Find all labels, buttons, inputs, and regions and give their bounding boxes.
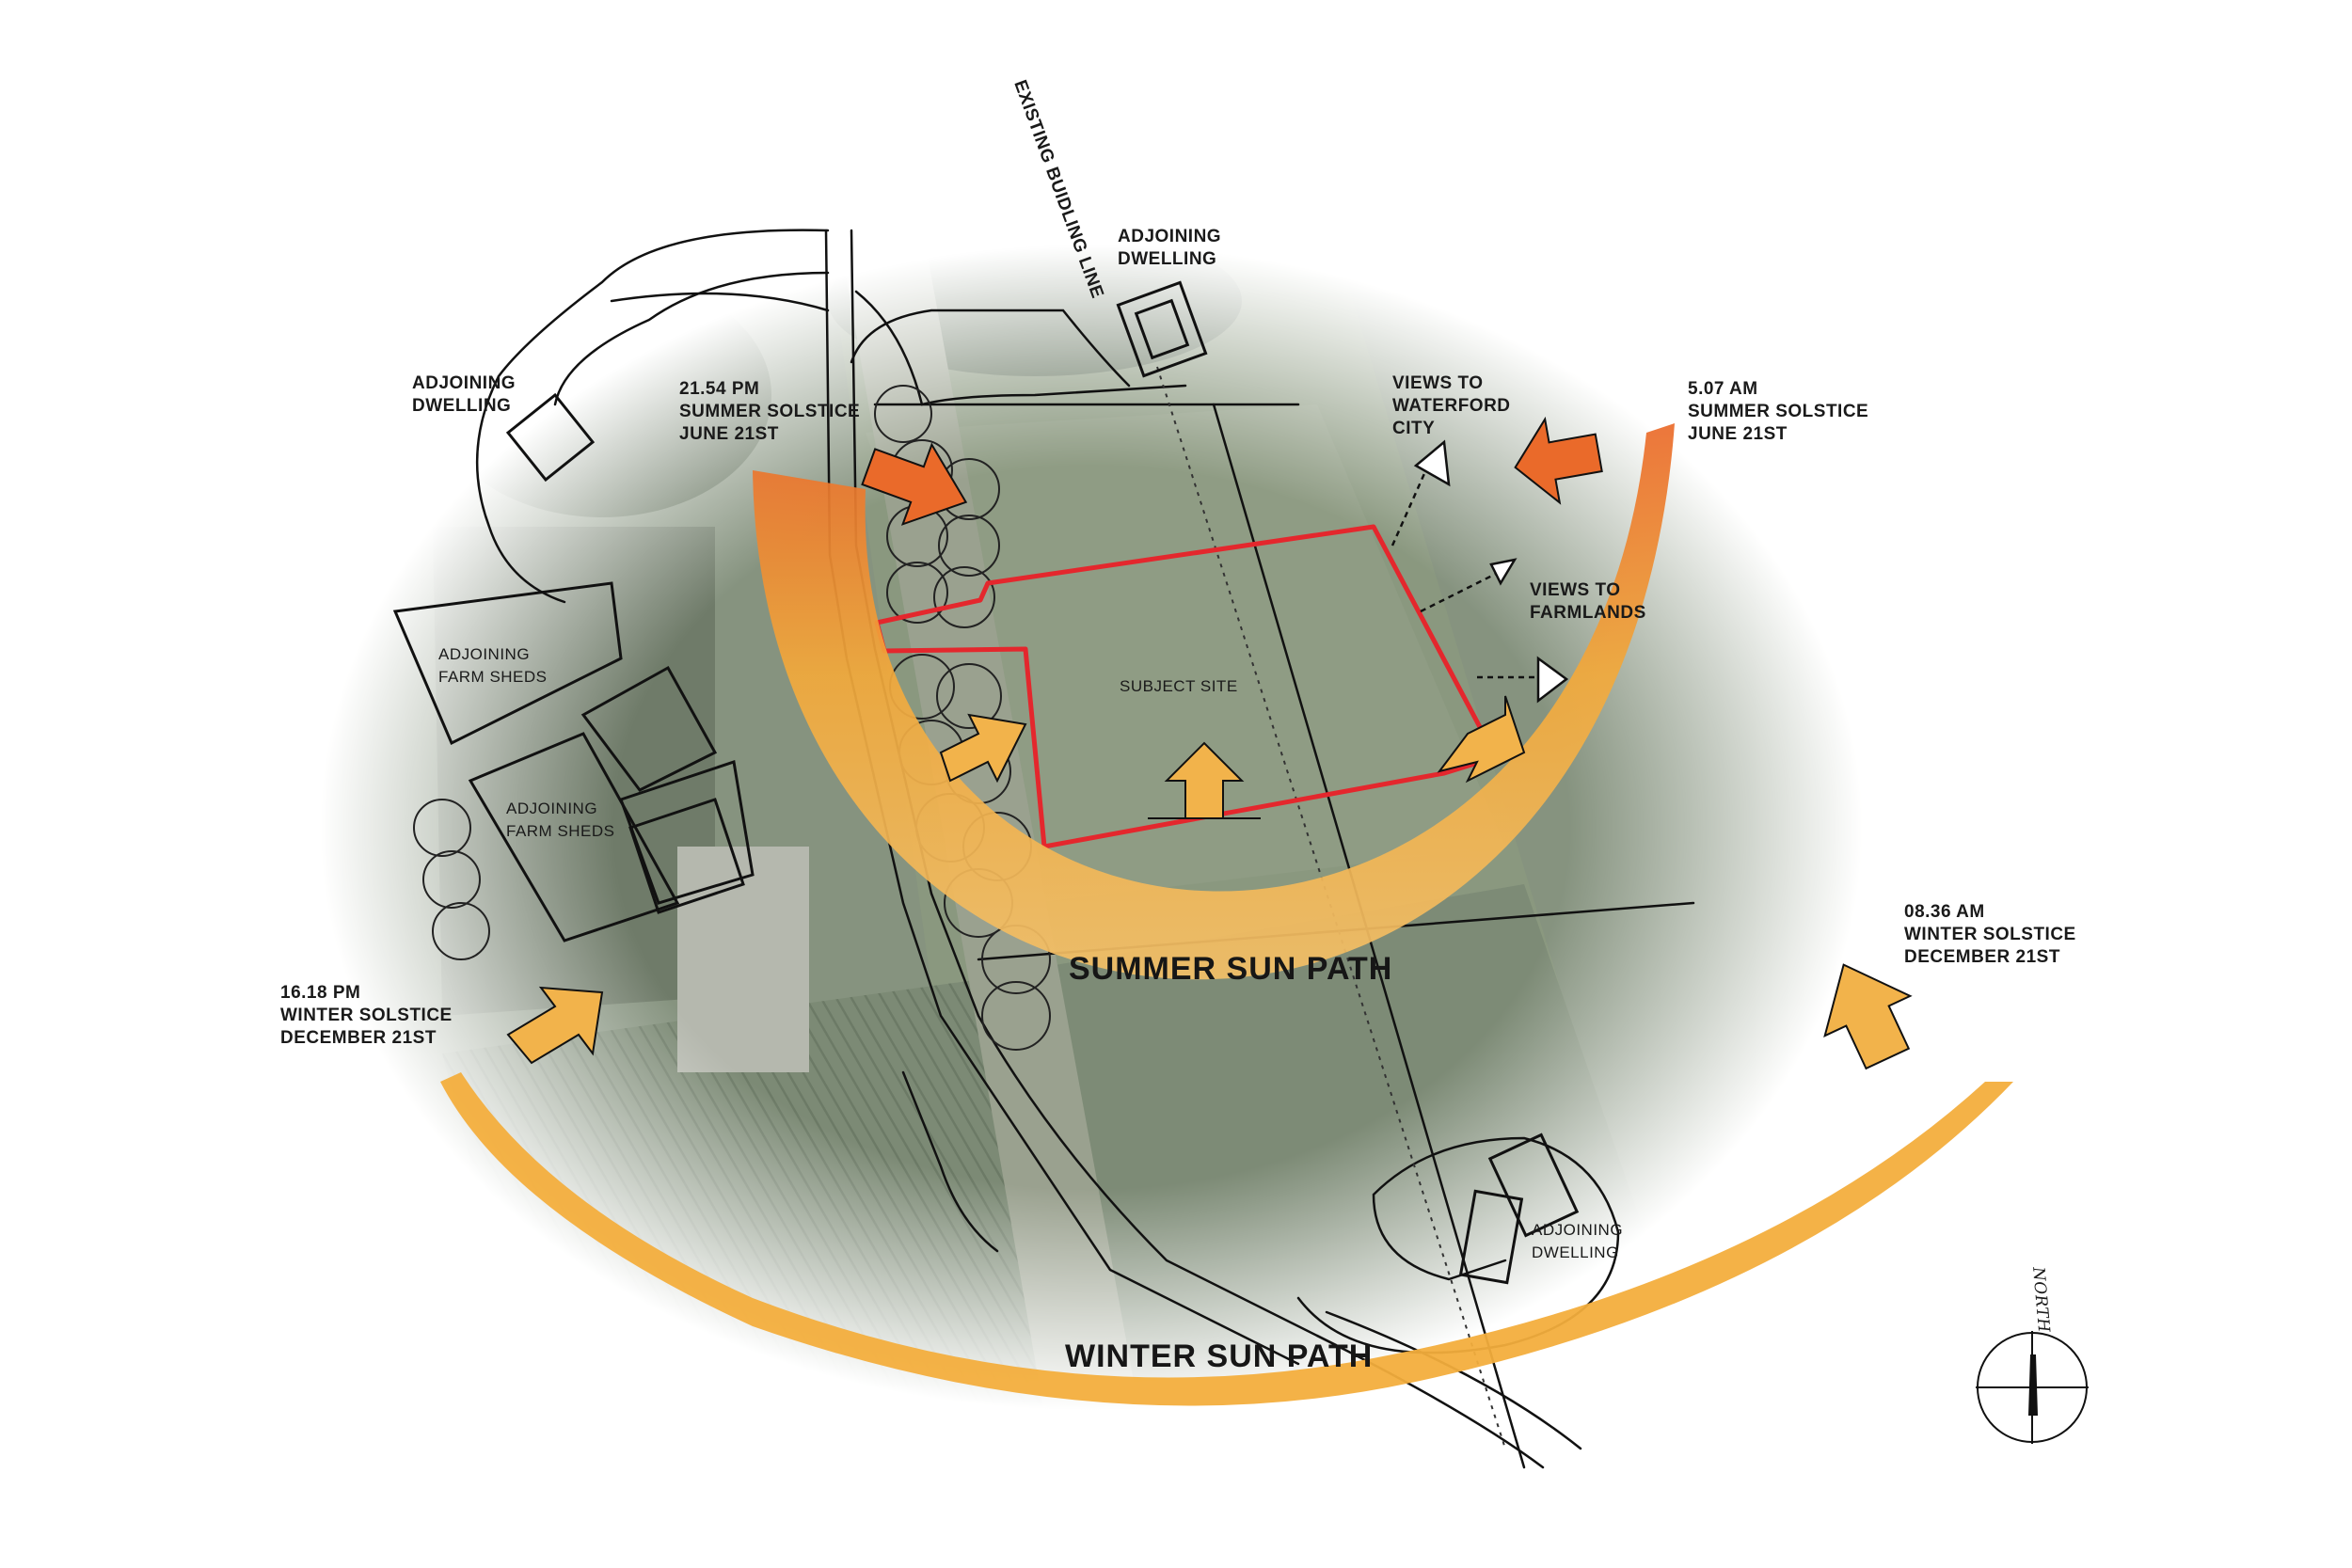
tree-icon [938,515,1000,577]
summer-sun-path [753,423,1675,980]
views-farmlands-label: VIEWS TO FARMLANDS [1530,580,1646,623]
winter-sunset-label: 16.18 PM WINTER SOLSTICE DECEMBER 21ST [280,983,453,1048]
summer-sunrise-label: 5.07 AM SUMMER SOLSTICE JUNE 21ST [1688,379,1869,444]
view-arrow-icon [1536,656,1569,704]
sun-ray-arrow-icon [861,442,968,526]
tree-icon [981,981,1051,1051]
view-arrow-icon [1489,558,1518,586]
sheds-lower-label: ADJOINING FARM SHEDS [506,800,615,840]
road-lines [475,229,1695,1469]
views-waterford-label: VIEWS TO WATERFORD CITY [1392,373,1511,438]
tree-icon [432,902,490,960]
sun-ray-arrow-icon [1148,741,1261,819]
site-boundary [874,524,1499,849]
winter-sunrise-label: 08.36 AM WINTER SOLSTICE DECEMBER 21ST [1904,902,2076,967]
summer-sunset-label: 21.54 PM SUMMER SOLSTICE JUNE 21ST [679,379,861,444]
sun-ray-arrow-icon [939,713,1027,784]
building-line [1156,366,1506,1449]
sheds-upper-label: ADJOINING FARM SHEDS [438,645,548,686]
tree-icon [936,663,1002,729]
dwelling-north-label: ADJOINING DWELLING [1118,227,1222,269]
sun-ray-arrows [506,416,1913,1070]
subject-site-label: SUBJECT SITE [1120,677,1238,695]
view-arrows [1391,439,1569,704]
tree-icon [422,850,481,909]
tree-icon [933,566,995,628]
winter-sun-path [440,1072,2013,1406]
tree-icon [413,799,471,857]
adjoining-buildings [392,280,1580,1285]
summer-path-label: SUMMER SUN PATH [1069,951,1393,987]
sun-ray-arrow-icon [1514,416,1603,505]
sun-ray-arrow-icon [1823,963,1913,1070]
sun-ray-arrow-icon [1437,695,1526,784]
view-arrow-icon [1413,439,1451,487]
tree-icon [874,385,932,443]
tree-icon [886,562,948,624]
north-arrow-icon [1976,1331,2089,1444]
sun-ray-arrow-icon [506,986,604,1065]
dwelling-west-label: ADJOINING DWELLING [412,373,516,416]
dwelling-south-label: ADJOINING DWELLING [1532,1221,1624,1261]
winter-path-label: WINTER SUN PATH [1065,1338,1374,1374]
